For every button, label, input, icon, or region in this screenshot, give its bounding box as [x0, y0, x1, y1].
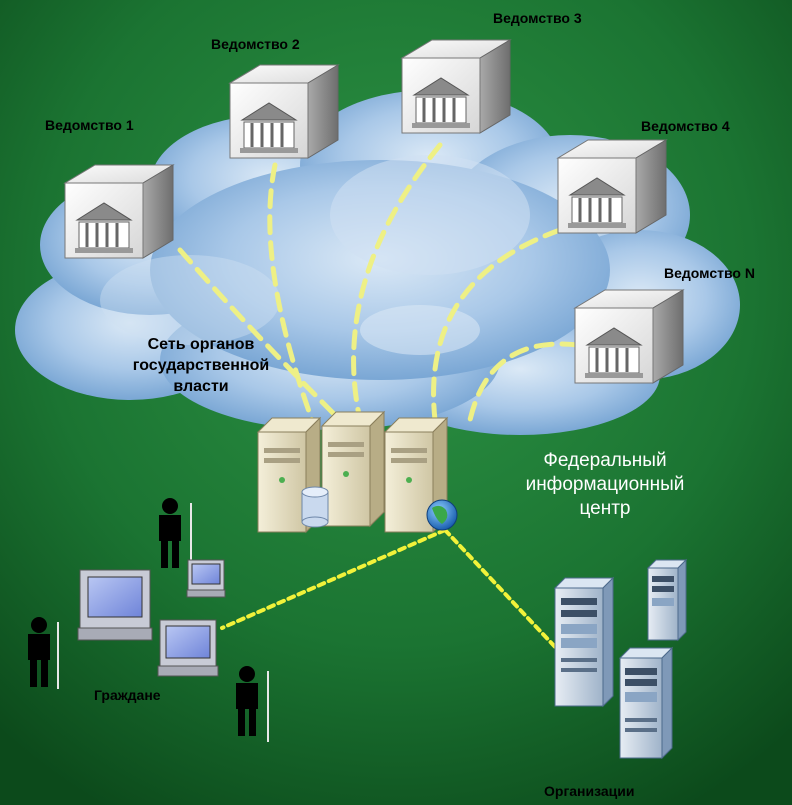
- link-organizations: [443, 528, 560, 652]
- cloud-label-line: власти: [173, 378, 229, 395]
- cloud-label-line: государственной: [132, 357, 270, 374]
- department-2-building-icon: [228, 64, 340, 159]
- access-links: [220, 528, 560, 652]
- department-n-label: Ведомство N: [664, 265, 755, 281]
- citizens-group: [28, 498, 269, 742]
- department-3-label: Ведомство 3: [493, 10, 582, 26]
- citizens-label: Граждане: [94, 687, 161, 703]
- link-department-2: [267, 162, 315, 423]
- computer-icon: [77, 569, 153, 641]
- link-department-4: [431, 227, 563, 423]
- department-n-building-icon: [573, 289, 685, 384]
- department-3-building-icon: [400, 39, 512, 134]
- department-4-building-icon: [556, 139, 668, 234]
- link-department-n: [467, 341, 581, 423]
- federal-center-servers-icon: [256, 410, 458, 534]
- globe-icon: [426, 499, 458, 531]
- department-links: [177, 142, 581, 423]
- federal-center-label: Федеральный информационный центр: [480, 449, 730, 521]
- person-icon: [28, 617, 59, 689]
- department-2-label: Ведомство 2: [211, 36, 300, 52]
- cloud-label-line: Сеть органов: [147, 336, 255, 353]
- organizations-label: Организации: [544, 783, 635, 799]
- database-icon: [301, 486, 329, 528]
- cloud-label: Сеть органов государственной власти: [96, 334, 306, 397]
- person-icon: [236, 666, 269, 742]
- department-1-label: Ведомство 1: [45, 117, 134, 133]
- computer-icon: [186, 559, 226, 598]
- federal-center-label-line: центр: [579, 498, 631, 519]
- link-department-3: [351, 142, 443, 423]
- link-department-1: [177, 247, 343, 423]
- organizations-servers-icon: [553, 558, 688, 760]
- federal-center-label-line: информационный: [525, 474, 685, 495]
- department-1-building-icon: [63, 164, 175, 259]
- computer-icon: [157, 619, 219, 677]
- department-4-label: Ведомство 4: [641, 118, 730, 134]
- federal-center-label-line: Федеральный: [543, 450, 667, 471]
- link-citizens: [220, 528, 447, 630]
- person-icon: [159, 498, 192, 570]
